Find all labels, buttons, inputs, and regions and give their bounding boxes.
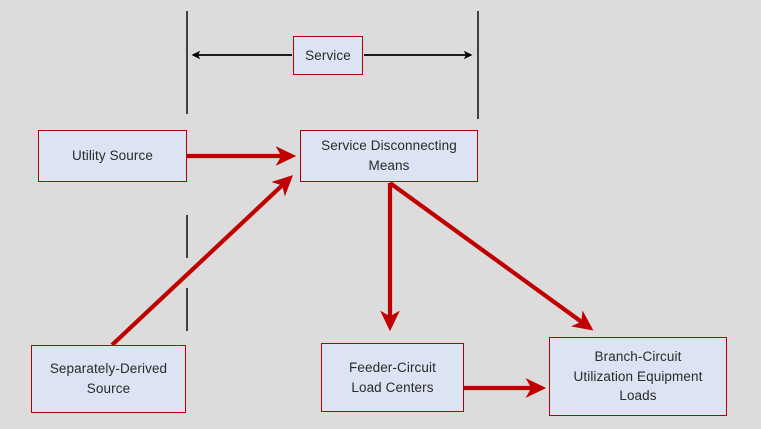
node-branch-circuit-utilization-equipment-loads[interactable]: Branch-Circuit Utilization Equipment Loa… — [549, 337, 727, 416]
node-service-label: Service — [305, 47, 351, 63]
node-feeder-circuit-load-centers[interactable]: Feeder-Circuit Load Centers — [321, 343, 464, 412]
node-service[interactable]: Service — [293, 36, 363, 75]
node-service-disconnecting-means[interactable]: Service Disconnecting Means — [300, 130, 478, 182]
separately-derived-to-disconnect-arrow — [110, 175, 294, 347]
disconnect-to-branch-arrow — [388, 181, 594, 331]
node-utility-source[interactable]: Utility Source — [38, 130, 187, 182]
node-separately-derived-source[interactable]: Separately-Derived Source — [31, 345, 186, 413]
node-service-disconnecting-means-label: Service Disconnecting Means — [321, 138, 457, 173]
node-branch-circuit-utilization-equipment-loads-label: Branch-Circuit Utilization Equipment Loa… — [573, 349, 703, 404]
node-separately-derived-source-label: Separately-Derived Source — [49, 361, 168, 396]
node-feeder-circuit-load-centers-label: Feeder-Circuit Load Centers — [349, 359, 436, 395]
node-utility-source-label: Utility Source — [72, 148, 153, 164]
